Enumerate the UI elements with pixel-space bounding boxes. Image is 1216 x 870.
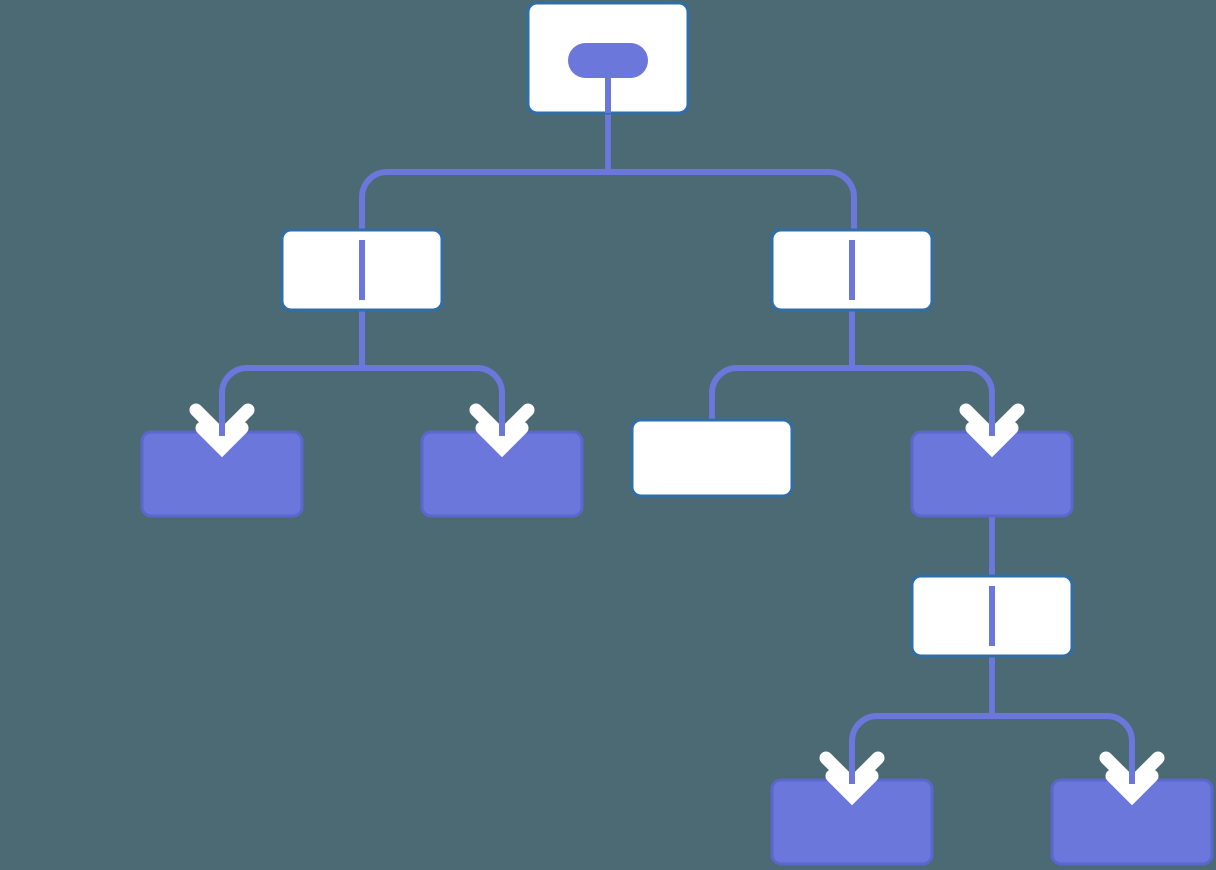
edge-bottom-split [849, 713, 1135, 780]
node-root-pill [568, 43, 648, 78]
edge-layer [219, 113, 1135, 780]
node-left[interactable] [280, 228, 444, 312]
node-right-left-box[interactable] [630, 418, 794, 498]
node-right-mid[interactable] [910, 574, 1074, 658]
edge-left-split [219, 365, 505, 432]
node-right-left[interactable] [630, 418, 794, 498]
edge-root-split [359, 169, 857, 270]
node-root[interactable] [526, 1, 690, 115]
edge-right-split [709, 365, 995, 432]
node-right[interactable] [770, 228, 934, 312]
edge-tip-layer [219, 400, 1135, 784]
